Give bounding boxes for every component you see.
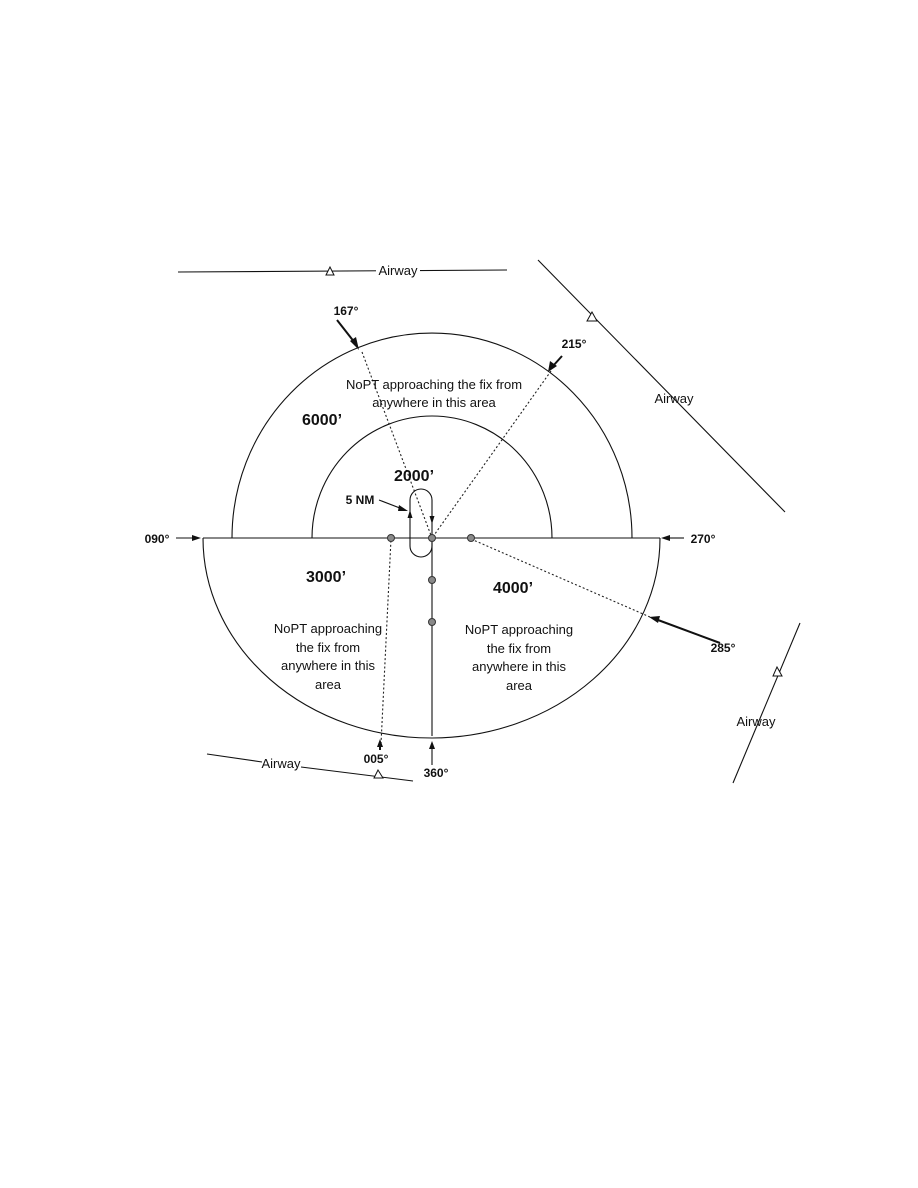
radial-005 xyxy=(380,538,392,745)
distance-label: 5 NM xyxy=(346,493,375,507)
airway-label-south: Airway xyxy=(261,756,301,771)
arrow-167 xyxy=(336,319,359,350)
distance-pointer-arrow-icon xyxy=(398,505,408,511)
outer-arc-southwest xyxy=(202,537,433,739)
svg-text:area: area xyxy=(315,677,342,692)
inner-arc-north xyxy=(311,415,553,539)
airway-south-fix-icon xyxy=(373,768,384,779)
arrow-005 xyxy=(377,739,383,750)
radial-285 xyxy=(470,538,651,618)
arrow-270 xyxy=(661,535,684,541)
airway-south xyxy=(206,753,414,782)
bearing-090: 090° xyxy=(145,532,170,546)
outer-arc-north xyxy=(231,332,633,539)
svg-text:NoPT approaching: NoPT approaching xyxy=(465,622,573,637)
svg-text:anywhere in this: anywhere in this xyxy=(472,659,566,674)
fix-stepdown xyxy=(428,618,436,626)
svg-text:area: area xyxy=(506,678,533,693)
altitude-lower-right: 4000’ xyxy=(493,580,533,597)
fix-iaf-right xyxy=(467,534,475,542)
svg-text:anywhere in this: anywhere in this xyxy=(281,658,375,673)
airway-southeast-fix-icon xyxy=(772,665,783,677)
radial-215 xyxy=(431,370,552,539)
arrow-090 xyxy=(176,535,201,541)
airway-label-southeast: Airway xyxy=(736,714,776,729)
fix-iaf-left xyxy=(387,534,395,542)
nopt-note-upper: NoPT approaching the fix from anywhere i… xyxy=(346,377,522,410)
arrow-215 xyxy=(548,355,563,372)
holding-pattern xyxy=(409,488,433,558)
svg-text:NoPT approaching: NoPT approaching xyxy=(274,621,382,636)
airway-label-northeast: Airway xyxy=(654,391,694,406)
airway-north xyxy=(177,265,508,276)
altitude-inner-upper: 2000’ xyxy=(394,468,434,485)
radial-167 xyxy=(361,351,433,539)
svg-text:the fix from: the fix from xyxy=(487,641,551,656)
airway-label-north: Airway xyxy=(378,263,418,278)
fix-if xyxy=(428,534,436,542)
altitude-outer-upper: 6000’ xyxy=(302,412,342,429)
airway-north-fix-icon xyxy=(325,265,335,276)
svg-text:NoPT approaching the fix from: NoPT approaching the fix from xyxy=(346,377,522,392)
svg-text:anywhere in this area: anywhere in this area xyxy=(372,395,496,410)
airway-northeast xyxy=(537,259,786,513)
bearing-360: 360° xyxy=(424,766,449,780)
bearing-270: 270° xyxy=(691,532,716,546)
fix-faf xyxy=(428,576,436,584)
bearing-005: 005° xyxy=(364,752,389,766)
airway-southeast xyxy=(732,622,801,784)
outer-arc-southeast xyxy=(431,537,661,739)
holding-inbound-arrow-icon xyxy=(429,516,435,524)
nopt-note-lower-right: NoPT approaching the fix from anywhere i… xyxy=(465,622,573,693)
arrow-285 xyxy=(649,616,721,644)
arrow-360 xyxy=(429,741,435,765)
airway-northeast-fix-icon xyxy=(586,310,598,322)
bearing-215: 215° xyxy=(562,337,587,351)
nopt-note-lower-left: NoPT approaching the fix from anywhere i… xyxy=(274,621,382,692)
bearing-285: 285° xyxy=(711,641,736,655)
bearing-167: 167° xyxy=(334,304,359,318)
holding-outbound-arrow-icon xyxy=(407,510,413,518)
svg-text:the fix from: the fix from xyxy=(296,640,360,655)
altitude-lower-left: 3000’ xyxy=(306,569,346,586)
